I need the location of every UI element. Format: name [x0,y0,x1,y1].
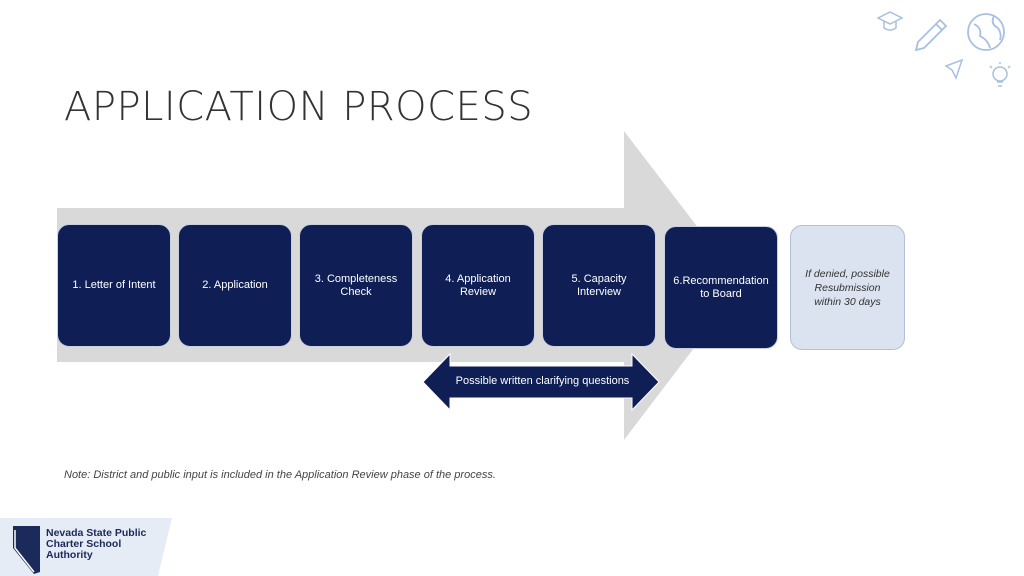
logo-text: Nevada State Public Charter School Autho… [46,527,147,561]
step-application-review: 4. Application Review [421,224,535,347]
footnote: Note: District and public input is inclu… [64,469,496,481]
lightbulb-icon [989,62,1011,87]
step-application: 2. Application [178,224,292,347]
step-label: 6.Recommendation to Board [673,274,769,300]
paper-plane-icon [944,58,964,80]
decorative-icons [876,11,1011,87]
pencil-icon [914,18,948,52]
step-letter-of-intent: 1. Letter of Intent [57,224,171,347]
step-label: 2. Application [202,279,268,291]
clarifying-double-arrow [422,352,660,412]
step-completeness-check: 3. Completeness Check [299,224,413,347]
step-recommendation-to-board: 6.Recommendation to Board [664,226,778,349]
page-title: APPLICATION PROCESS [64,84,534,130]
step-label: 3. Completeness Check [314,272,398,298]
step-label: 4. Application Review [445,272,511,298]
step-capacity-interview: 5. Capacity Interview [542,224,656,347]
resubmission-box: If denied, possible Resubmission within … [790,225,905,350]
step-label: 1. Letter of Intent [72,279,156,291]
resubmission-label: If denied, possible Resubmission within … [805,267,890,308]
clarifying-questions-label: Possible written clarifying questions [455,375,630,387]
logo-banner [0,518,172,576]
graduation-cap-icon [876,11,904,31]
globe-icon [967,13,1005,51]
nevada-state-icon [13,526,40,574]
step-label: 5. Capacity Interview [571,272,627,298]
